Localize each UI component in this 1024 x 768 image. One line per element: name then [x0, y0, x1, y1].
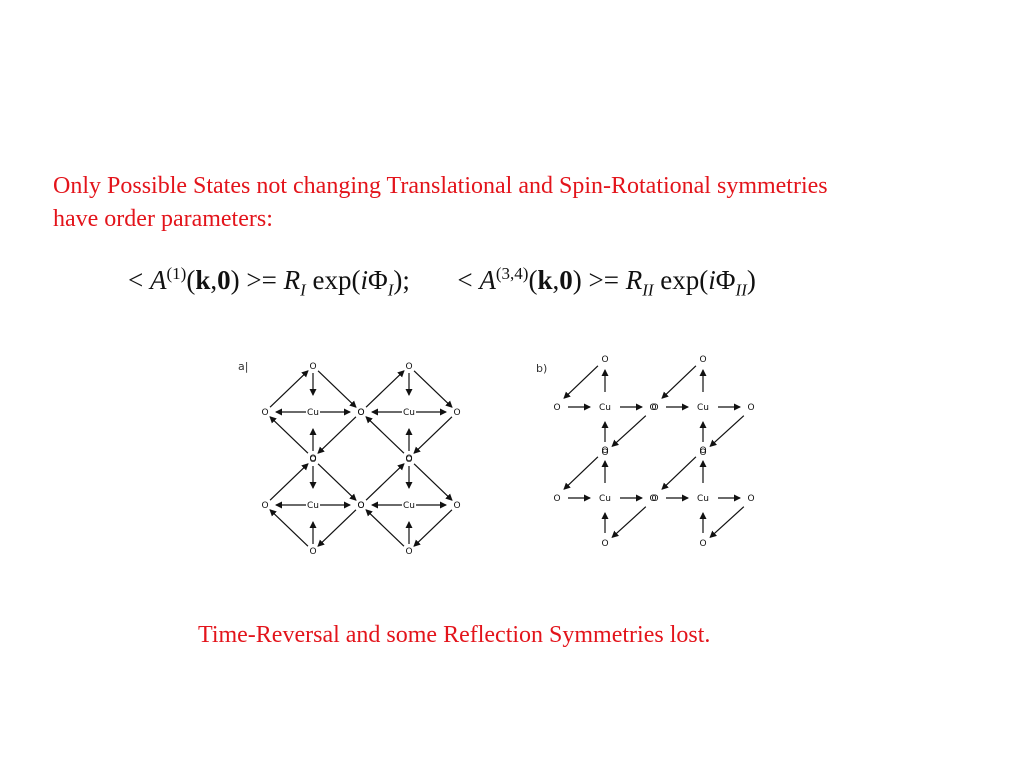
copper-atom: Cu	[403, 408, 415, 418]
diagonal-arrow	[269, 370, 309, 408]
intro-line-1: Only Possible States not changing Transl…	[53, 173, 828, 199]
diagonal-arrow	[365, 509, 405, 547]
order-parameter-formula: < A(1)(k,0) >= RI exp(iΦI); < A(3,4)(k,0…	[128, 264, 756, 300]
diagonal-arrow	[317, 463, 357, 501]
oxygen-atom: O	[357, 501, 364, 511]
copper-atom: Cu	[697, 403, 709, 413]
copper-atom: Cu	[307, 408, 319, 418]
copper-atom: Cu	[697, 494, 709, 504]
diagonal-arrow	[661, 456, 697, 490]
oxygen-atom: O	[261, 408, 268, 418]
oxygen-atom: O	[601, 355, 608, 365]
caption: Time-Reversal and some Reflection Symmet…	[198, 622, 711, 648]
oxygen-atom: O	[309, 547, 316, 557]
panel-a-label: a|	[238, 360, 248, 373]
diagonal-arrow	[365, 416, 405, 454]
oxygen-atom: O	[405, 455, 412, 465]
oxygen-atom: O	[651, 494, 658, 504]
oxygen-atom: O	[601, 539, 608, 549]
diagonal-arrow	[413, 463, 453, 501]
intro-text: Only Possible States not changing Transl…	[53, 170, 993, 236]
oxygen-atom: O	[357, 501, 364, 511]
oxygen-atom: O	[553, 494, 560, 504]
oxygen-atom: O	[601, 446, 608, 456]
oxygen-atom: O	[747, 403, 754, 413]
diagonal-arrow	[365, 463, 405, 501]
diagonal-arrow	[413, 370, 453, 408]
oxygen-atom: O	[747, 494, 754, 504]
diagonal-arrow	[709, 506, 745, 538]
oxygen-atom: O	[357, 408, 364, 418]
oxygen-atom: O	[699, 446, 706, 456]
diagonal-arrow	[269, 416, 309, 454]
oxygen-atom: O	[261, 501, 268, 511]
diagonal-arrow	[365, 370, 405, 408]
oxygen-atom: O	[649, 403, 656, 413]
copper-atom: Cu	[599, 494, 611, 504]
oxygen-atom: O	[405, 362, 412, 372]
diagonal-arrow	[317, 416, 357, 454]
oxygen-atom: O	[405, 454, 412, 464]
oxygen-atom: O	[309, 454, 316, 464]
diagonal-arrow	[661, 365, 697, 399]
oxygen-atom: O	[309, 455, 316, 465]
diagonal-arrow	[413, 509, 453, 547]
diagonal-arrow	[413, 416, 453, 454]
copper-atom: Cu	[599, 403, 611, 413]
oxygen-atom: O	[699, 448, 706, 458]
panel-b-label: b)	[536, 362, 547, 375]
oxygen-atom: O	[651, 403, 658, 413]
copper-atom: Cu	[307, 501, 319, 511]
oxygen-atom: O	[357, 408, 364, 418]
oxygen-atom: O	[699, 539, 706, 549]
oxygen-atom: O	[699, 355, 706, 365]
lattice-arrows	[269, 365, 745, 547]
diagonal-arrow	[269, 509, 309, 547]
copper-atom: Cu	[403, 501, 415, 511]
diagonal-arrow	[563, 365, 599, 399]
intro-line-2: have order parameters:	[53, 206, 273, 232]
diagonal-arrow	[269, 463, 309, 501]
oxygen-atom: O	[309, 362, 316, 372]
oxygen-atom: O	[649, 494, 656, 504]
diagonal-arrow	[563, 456, 599, 490]
oxygen-atom: O	[405, 547, 412, 557]
oxygen-atom: O	[453, 501, 460, 511]
diagonal-arrow	[611, 415, 647, 447]
diagonal-arrow	[709, 415, 745, 447]
oxygen-atom: O	[601, 448, 608, 458]
diagonal-arrow	[611, 506, 647, 538]
oxygen-atom: O	[553, 403, 560, 413]
diagonal-arrow	[317, 509, 357, 547]
oxygen-atom: O	[453, 408, 460, 418]
diagonal-arrow	[317, 370, 357, 408]
